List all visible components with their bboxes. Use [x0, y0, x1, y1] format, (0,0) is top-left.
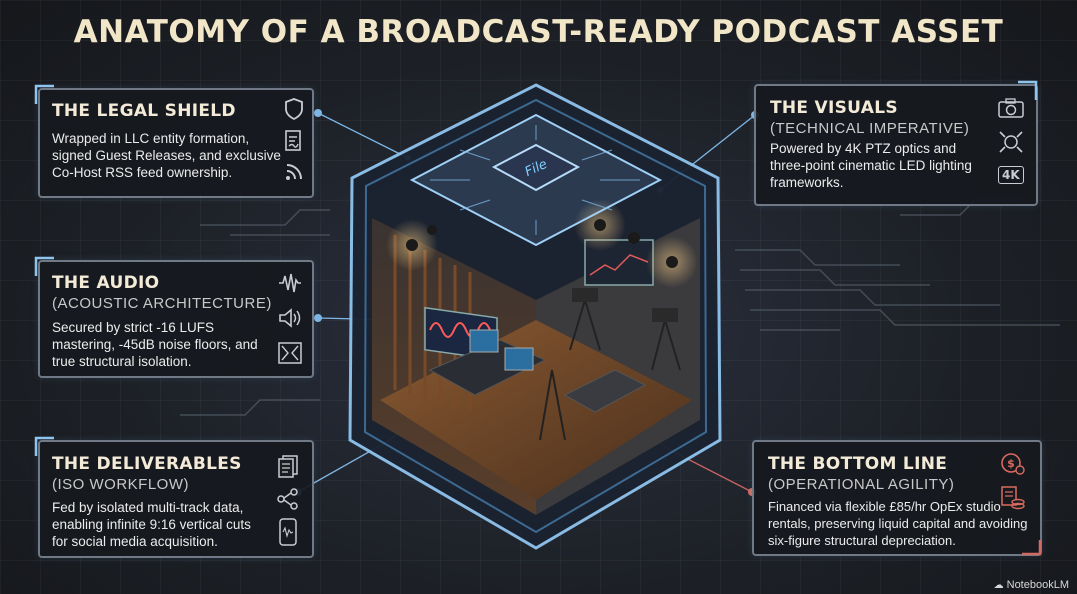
card-audio: THE AUDIO (ACOUSTIC ARCHITECTURE) Secure… [38, 260, 314, 378]
footer-brand: ☁ NotebookLM [994, 579, 1069, 591]
card-subheading: (TECHNICAL IMPERATIVE) [770, 120, 970, 137]
card-subheading: (ISO WORKFLOW) [52, 476, 189, 493]
money-icon: $ [1000, 452, 1026, 480]
share-icon [276, 488, 300, 514]
page-title: ANATOMY OF A BROADCAST-READY PODCAST ASS… [73, 14, 1004, 50]
card-body: Secured by strict -16 LUFS mastering, -4… [52, 320, 258, 369]
card-body: Powered by 4K PTZ optics and three-point… [770, 141, 972, 190]
coins-icon [1000, 484, 1026, 514]
acoustic-panel-icon [278, 342, 302, 368]
card-subheading: (ACOUSTIC ARCHITECTURE) [52, 295, 272, 312]
document-sign-icon [284, 130, 304, 156]
waveform-icon [278, 272, 302, 298]
card-body: Wrapped in LLC entity formation, signed … [52, 131, 281, 180]
card-body: Fed by isolated multi-track data, enabli… [52, 500, 251, 549]
notebooklm-logo-icon: ☁ [993, 580, 1004, 591]
file-chip [491, 143, 581, 192]
card-legal-shield: THE LEGAL SHIELD Wrapped in LLC entity f… [38, 88, 314, 198]
card-subheading: (OPERATIONAL AGILITY) [768, 476, 955, 493]
card-bottom-line: THE BOTTOM LINE (OPERATIONAL AGILITY) Fi… [752, 440, 1042, 556]
light-icon [998, 130, 1024, 158]
card-heading: THE LEGAL SHIELD [52, 101, 236, 121]
4k-badge-icon: 4K [998, 166, 1024, 184]
card-body: Financed via flexible £85/hr OpEx studio… [768, 499, 1028, 548]
card-deliverables: THE DELIVERABLES (ISO WORKFLOW) Fed by i… [38, 440, 314, 558]
svg-text:$: $ [1007, 457, 1015, 470]
phone-icon [279, 518, 297, 550]
card-heading: THE VISUALS [770, 98, 898, 118]
shield-icon [284, 98, 304, 124]
card-heading: THE AUDIO [52, 273, 160, 293]
speaker-icon [278, 307, 302, 333]
card-heading: THE DELIVERABLES [52, 454, 242, 474]
footer-label: NotebookLM [1006, 579, 1069, 591]
files-icon [276, 454, 300, 482]
camera-icon [998, 98, 1024, 122]
card-visuals: THE VISUALS (TECHNICAL IMPERATIVE) Power… [754, 84, 1038, 206]
card-heading: THE BOTTOM LINE [768, 454, 948, 474]
rss-icon [284, 162, 304, 186]
